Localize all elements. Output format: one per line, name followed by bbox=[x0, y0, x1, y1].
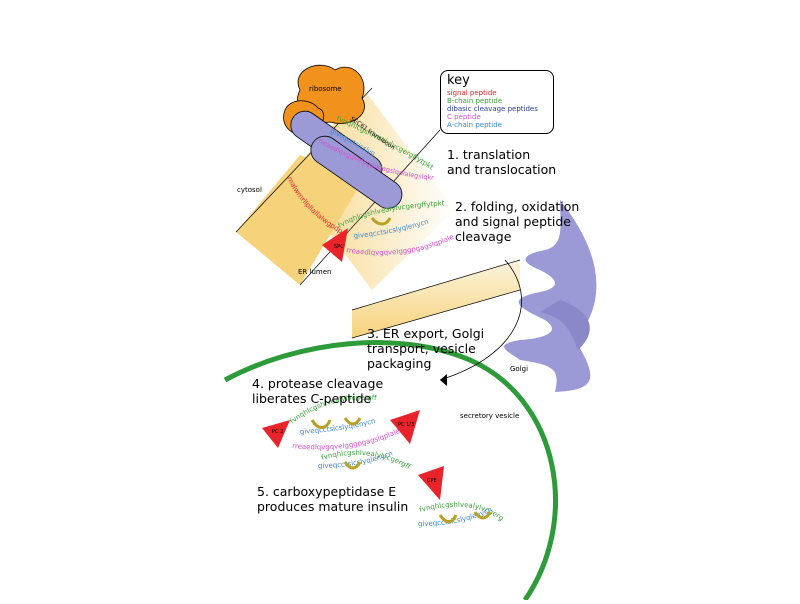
pc13-label: PC 1/3 bbox=[398, 422, 414, 428]
cpe-label: CPE bbox=[427, 478, 437, 484]
ribosome-label: ribosome bbox=[309, 85, 342, 93]
achain-seq-vesicle-1: giveqcctsicslyqlenycn bbox=[300, 417, 377, 436]
transport-arrow bbox=[439, 259, 522, 381]
legend-item-b-chain: B-chain peptide bbox=[447, 97, 503, 105]
disulfide-bridge-6 bbox=[473, 511, 492, 520]
golgi-stack bbox=[504, 200, 597, 392]
spc-label: SPC bbox=[334, 244, 344, 250]
legend-item-a-chain: A-chain peptide bbox=[447, 121, 502, 129]
legend-box: key signal peptide B-chain peptide dibas… bbox=[440, 70, 554, 134]
step-5-label: 5. carboxypeptidase E produces mature in… bbox=[257, 484, 409, 514]
er-lumen-label: ER lumen bbox=[298, 268, 332, 276]
er-membrane-edge-2 bbox=[299, 129, 441, 286]
disulfide-bridge-4 bbox=[343, 461, 362, 470]
legend-item-dibasic: dibasic cleavage peptides bbox=[447, 105, 538, 113]
spc-protease bbox=[322, 228, 348, 262]
step-2-label: 2. folding, oxidation and signal peptide… bbox=[455, 199, 580, 244]
er-export-membrane bbox=[352, 260, 520, 338]
golgi-label: Golgi bbox=[510, 365, 529, 373]
er-membrane-band bbox=[236, 155, 363, 285]
transport-arrowhead bbox=[440, 374, 447, 386]
translocon-lower bbox=[310, 135, 403, 209]
legend-title: key bbox=[447, 73, 470, 88]
step-4-label: 4. protease cleavage liberates C-peptide bbox=[252, 376, 384, 406]
legend-item-c-peptide: C peptide bbox=[447, 113, 481, 121]
pc13-protease bbox=[390, 410, 420, 444]
er-export-edge-2 bbox=[351, 289, 521, 339]
er-export-edge-1 bbox=[351, 259, 521, 311]
secretory-vesicle-label: secretory vesicle bbox=[460, 412, 520, 420]
cpe-protease bbox=[418, 466, 444, 500]
disulfide-bridge-1 bbox=[370, 217, 392, 226]
legend-item-signal-peptide: signal peptide bbox=[447, 89, 497, 97]
bchain-seq-mature: fvnqhlcgshlvealylvcgergffytpkt bbox=[0, 0, 505, 523]
step-1-label: 1. translation and translocation bbox=[447, 147, 557, 177]
disulfide-bridge-2 bbox=[310, 419, 332, 429]
secretory-vesicle-membrane bbox=[223, 340, 558, 602]
step-3-label: 3. ER export, Golgi transport, vesicle p… bbox=[367, 326, 485, 371]
pc2-label: PC 2 bbox=[272, 429, 283, 435]
cytosol-label: cytosol bbox=[237, 186, 262, 194]
disulfide-bridge-3 bbox=[343, 417, 362, 426]
disulfide-bridge-5 bbox=[438, 514, 458, 524]
pc2-protease bbox=[262, 420, 290, 448]
golgi-lobe bbox=[540, 300, 590, 350]
